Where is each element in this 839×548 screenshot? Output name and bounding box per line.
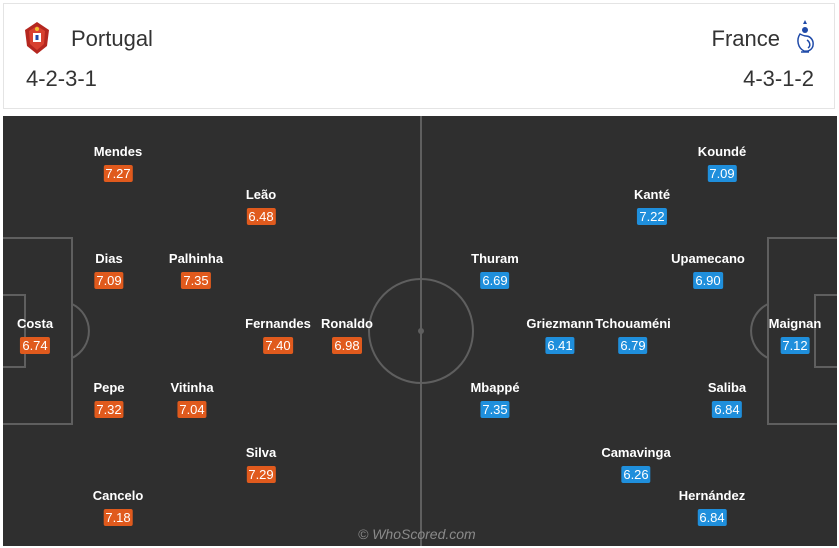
watermark: © WhoScored.com xyxy=(358,526,476,542)
player-away-saliba[interactable]: Saliba 6.84 xyxy=(708,380,746,419)
player-away-upamecano[interactable]: Upamecano 6.90 xyxy=(671,251,745,290)
player-away-kounde[interactable]: Koundé 7.09 xyxy=(698,144,746,183)
player-home-silva[interactable]: Silva 7.29 xyxy=(246,445,276,484)
player-home-costa[interactable]: Costa 6.74 xyxy=(17,316,53,355)
player-home-leao[interactable]: Leão 6.48 xyxy=(246,187,276,226)
player-name: Hernández xyxy=(678,488,746,503)
player-rating: 6.98 xyxy=(332,337,362,354)
player-name: Tchouaméni xyxy=(595,316,671,331)
player-home-pepe[interactable]: Pepe 7.32 xyxy=(93,380,125,419)
player-name: Koundé xyxy=(697,144,747,159)
away-team-name: France xyxy=(711,26,780,51)
player-name: Silva xyxy=(245,445,277,460)
player-name: Upamecano xyxy=(671,251,745,266)
player-name: Thuram xyxy=(471,251,519,266)
player-home-dias[interactable]: Dias 7.09 xyxy=(94,251,124,290)
player-away-tchouameni[interactable]: Tchouaméni 6.79 xyxy=(595,316,671,355)
player-rating: 7.22 xyxy=(637,208,667,225)
player-name: Mendes xyxy=(93,144,143,159)
player-name: Leão xyxy=(245,187,277,202)
pitch-markings xyxy=(3,116,837,546)
player-rating: 7.40 xyxy=(263,337,293,354)
player-name: Kanté xyxy=(633,187,671,202)
player-name: Palhinha xyxy=(168,251,224,266)
player-away-mbappe[interactable]: Mbappé 7.35 xyxy=(470,380,520,419)
player-away-kante[interactable]: Kanté 7.22 xyxy=(634,187,670,226)
player-rating: 7.12 xyxy=(780,337,810,354)
player-name: Pepe xyxy=(93,380,125,395)
player-home-ronaldo[interactable]: Ronaldo 6.98 xyxy=(321,316,373,355)
player-name: Saliba xyxy=(707,380,747,395)
away-formation: 4-3-1-2 xyxy=(743,66,814,91)
player-rating: 6.26 xyxy=(621,466,651,483)
player-away-hernandez[interactable]: Hernández 6.84 xyxy=(679,488,745,527)
player-away-thuram[interactable]: Thuram 6.69 xyxy=(471,251,519,290)
player-name: Costa xyxy=(16,316,54,331)
player-rating: 7.18 xyxy=(103,509,133,526)
player-rating: 6.79 xyxy=(618,337,648,354)
player-away-camavinga[interactable]: Camavinga 6.26 xyxy=(601,445,671,484)
player-rating: 6.90 xyxy=(693,272,723,289)
player-home-vitinha[interactable]: Vitinha 7.04 xyxy=(170,380,214,419)
player-home-cancelo[interactable]: Cancelo 7.18 xyxy=(92,488,144,527)
player-name: Fernandes xyxy=(245,316,311,331)
player-rating: 6.48 xyxy=(246,208,276,225)
player-name: Camavinga xyxy=(601,445,671,460)
match-header: Portugal 4-2-3-1 France 4-3-1-2 xyxy=(3,3,835,109)
player-rating: 7.35 xyxy=(181,272,211,289)
player-rating: 6.74 xyxy=(20,337,50,354)
player-rating: 6.69 xyxy=(480,272,510,289)
player-name: Cancelo xyxy=(92,488,144,503)
player-name: Dias xyxy=(95,251,123,266)
portugal-crest-icon xyxy=(25,22,49,54)
player-rating: 7.04 xyxy=(177,401,207,418)
player-rating: 7.32 xyxy=(94,401,124,418)
player-name: Griezmann xyxy=(526,316,594,331)
player-rating: 6.84 xyxy=(697,509,727,526)
player-rating: 6.41 xyxy=(545,337,575,354)
player-home-palhinha[interactable]: Palhinha 7.35 xyxy=(169,251,223,290)
player-name: Mbappé xyxy=(470,380,520,395)
player-name: Ronaldo xyxy=(321,316,373,331)
home-formation: 4-2-3-1 xyxy=(26,66,97,91)
player-rating: 7.29 xyxy=(246,466,276,483)
home-team-name: Portugal xyxy=(71,26,153,51)
player-home-mendes[interactable]: Mendes 7.27 xyxy=(94,144,142,183)
pitch: Mendes 7.27 Leão 6.48 Dias 7.09 Palhinha… xyxy=(3,116,837,546)
player-rating: 7.09 xyxy=(707,165,737,182)
player-away-maignan[interactable]: Maignan 7.12 xyxy=(768,316,822,355)
player-rating: 7.27 xyxy=(103,165,133,182)
france-rooster-icon xyxy=(797,20,814,53)
player-rating: 7.09 xyxy=(94,272,124,289)
player-home-fernandes[interactable]: Fernandes 7.40 xyxy=(245,316,311,355)
player-name: Maignan xyxy=(768,316,822,331)
player-rating: 7.35 xyxy=(480,401,510,418)
player-name: Vitinha xyxy=(170,380,214,395)
player-away-griezmann[interactable]: Griezmann 6.41 xyxy=(526,316,594,355)
player-rating: 6.84 xyxy=(712,401,742,418)
